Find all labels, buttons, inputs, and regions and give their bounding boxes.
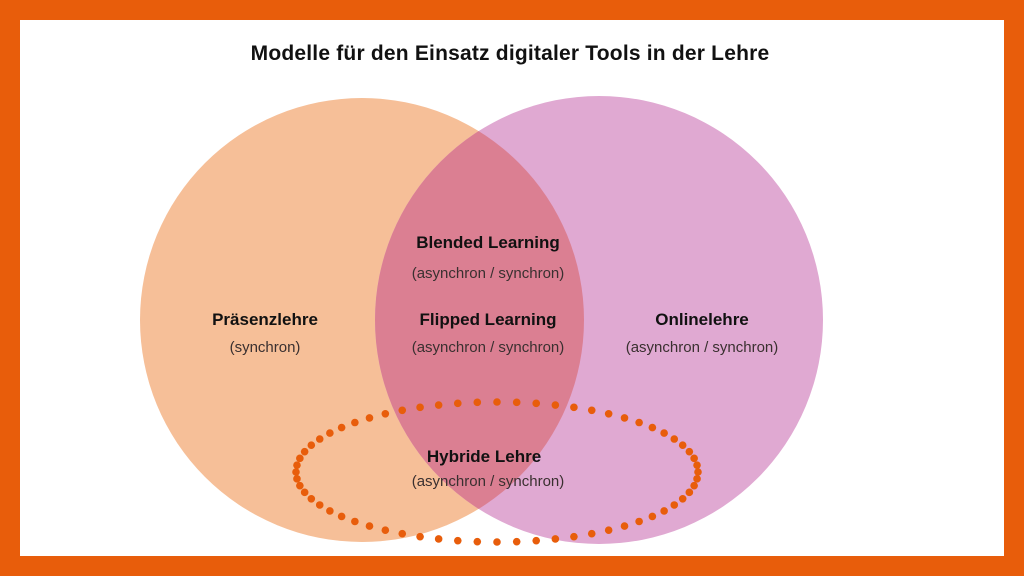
ellipse-dot: [453, 536, 462, 545]
ellipse-dot: [293, 475, 301, 483]
ellipse-dot: [365, 414, 374, 422]
ellipse-dot: [293, 461, 301, 469]
ellipse-dot: [512, 398, 521, 407]
ellipse-dot: [635, 517, 643, 526]
ellipse-dot: [493, 398, 501, 406]
blended-learning-label: Blended Learning: [416, 233, 560, 252]
ellipse-dot: [337, 512, 346, 521]
ellipse-dot: [351, 517, 359, 526]
ellipse-dot: [570, 403, 578, 412]
ellipse-dot: [551, 401, 560, 409]
ellipse-dot: [416, 532, 424, 541]
ellipse-dot: [693, 461, 701, 469]
ellipse-dot: [532, 399, 541, 408]
ellipse-dot: [434, 401, 443, 409]
ellipse-dot: [690, 481, 698, 490]
ellipse-dot: [381, 526, 390, 535]
ellipse-dot: [307, 441, 316, 450]
ellipse-dot: [512, 537, 521, 546]
ellipse-dot: [398, 406, 407, 415]
ellipse-dot: [693, 475, 701, 483]
ellipse-dot: [300, 488, 309, 497]
ellipse-dot: [381, 409, 390, 418]
ellipse-dot: [326, 429, 334, 437]
ellipse-dot: [296, 481, 304, 490]
ellipse-dot: [416, 403, 424, 412]
ellipse-dot: [351, 418, 359, 427]
ellipse-dot: [473, 537, 482, 546]
ellipse-dot: [493, 538, 501, 546]
hybrid-dotted-ellipse: [292, 398, 702, 546]
onlinelehre-label: Onlinelehre: [655, 310, 749, 329]
ellipse-dot: [685, 447, 694, 456]
ellipse-dot: [365, 522, 374, 530]
ellipse-dot: [690, 454, 698, 463]
ellipse-dot: [398, 529, 407, 538]
ellipse-dot: [337, 423, 346, 432]
ellipse-dot: [315, 435, 324, 443]
ellipse-dot: [473, 398, 482, 407]
ellipse-dot: [326, 507, 334, 515]
praesenzlehre-sub: (synchron): [229, 339, 301, 356]
ellipse-dot: [670, 435, 679, 443]
ellipse-dot: [315, 501, 324, 509]
ellipse-dot: [532, 536, 541, 545]
hybride-lehre-label: Hybride Lehre: [426, 447, 542, 466]
flipped-learning-label: Flipped Learning: [419, 310, 557, 329]
blended-learning-sub: (asynchron / synchron): [411, 265, 565, 282]
ellipse-dot: [660, 429, 668, 437]
ellipse-dot: [678, 441, 687, 450]
ellipse-dot: [678, 494, 687, 503]
ellipse-dot: [453, 399, 462, 408]
ellipse-dot: [604, 409, 613, 418]
onlinelehre-sub: (asynchron / synchron): [625, 339, 779, 356]
ellipse-dot: [685, 488, 694, 497]
ellipse-dot: [670, 501, 679, 509]
praesenzlehre-label: Präsenzlehre: [212, 310, 318, 329]
ellipse-dot: [660, 507, 668, 515]
overlap-region: [375, 98, 584, 542]
ellipse-dot: [587, 529, 596, 538]
ellipse-dot: [604, 526, 613, 535]
ellipse-dot: [648, 512, 657, 521]
ellipse-dot: [307, 494, 316, 503]
ellipse-dot: [292, 468, 300, 476]
ellipse-dot: [620, 414, 629, 422]
ellipse-dot: [587, 406, 596, 415]
ellipse-dot: [635, 418, 643, 427]
ellipse-dot: [300, 447, 309, 456]
ellipse-dot: [434, 535, 443, 543]
ellipse-dot: [296, 454, 304, 463]
ellipse-dot: [551, 535, 560, 543]
ellipse-dot: [620, 522, 629, 530]
page-title: Modelle für den Einsatz digitaler Tools …: [250, 42, 770, 65]
flipped-learning-sub: (asynchron / synchron): [411, 339, 565, 356]
hybride-lehre-sub: (asynchron / synchron): [411, 473, 565, 490]
ellipse-dot: [694, 468, 702, 476]
ellipse-dot: [648, 423, 657, 432]
ellipse-dot: [570, 532, 578, 541]
